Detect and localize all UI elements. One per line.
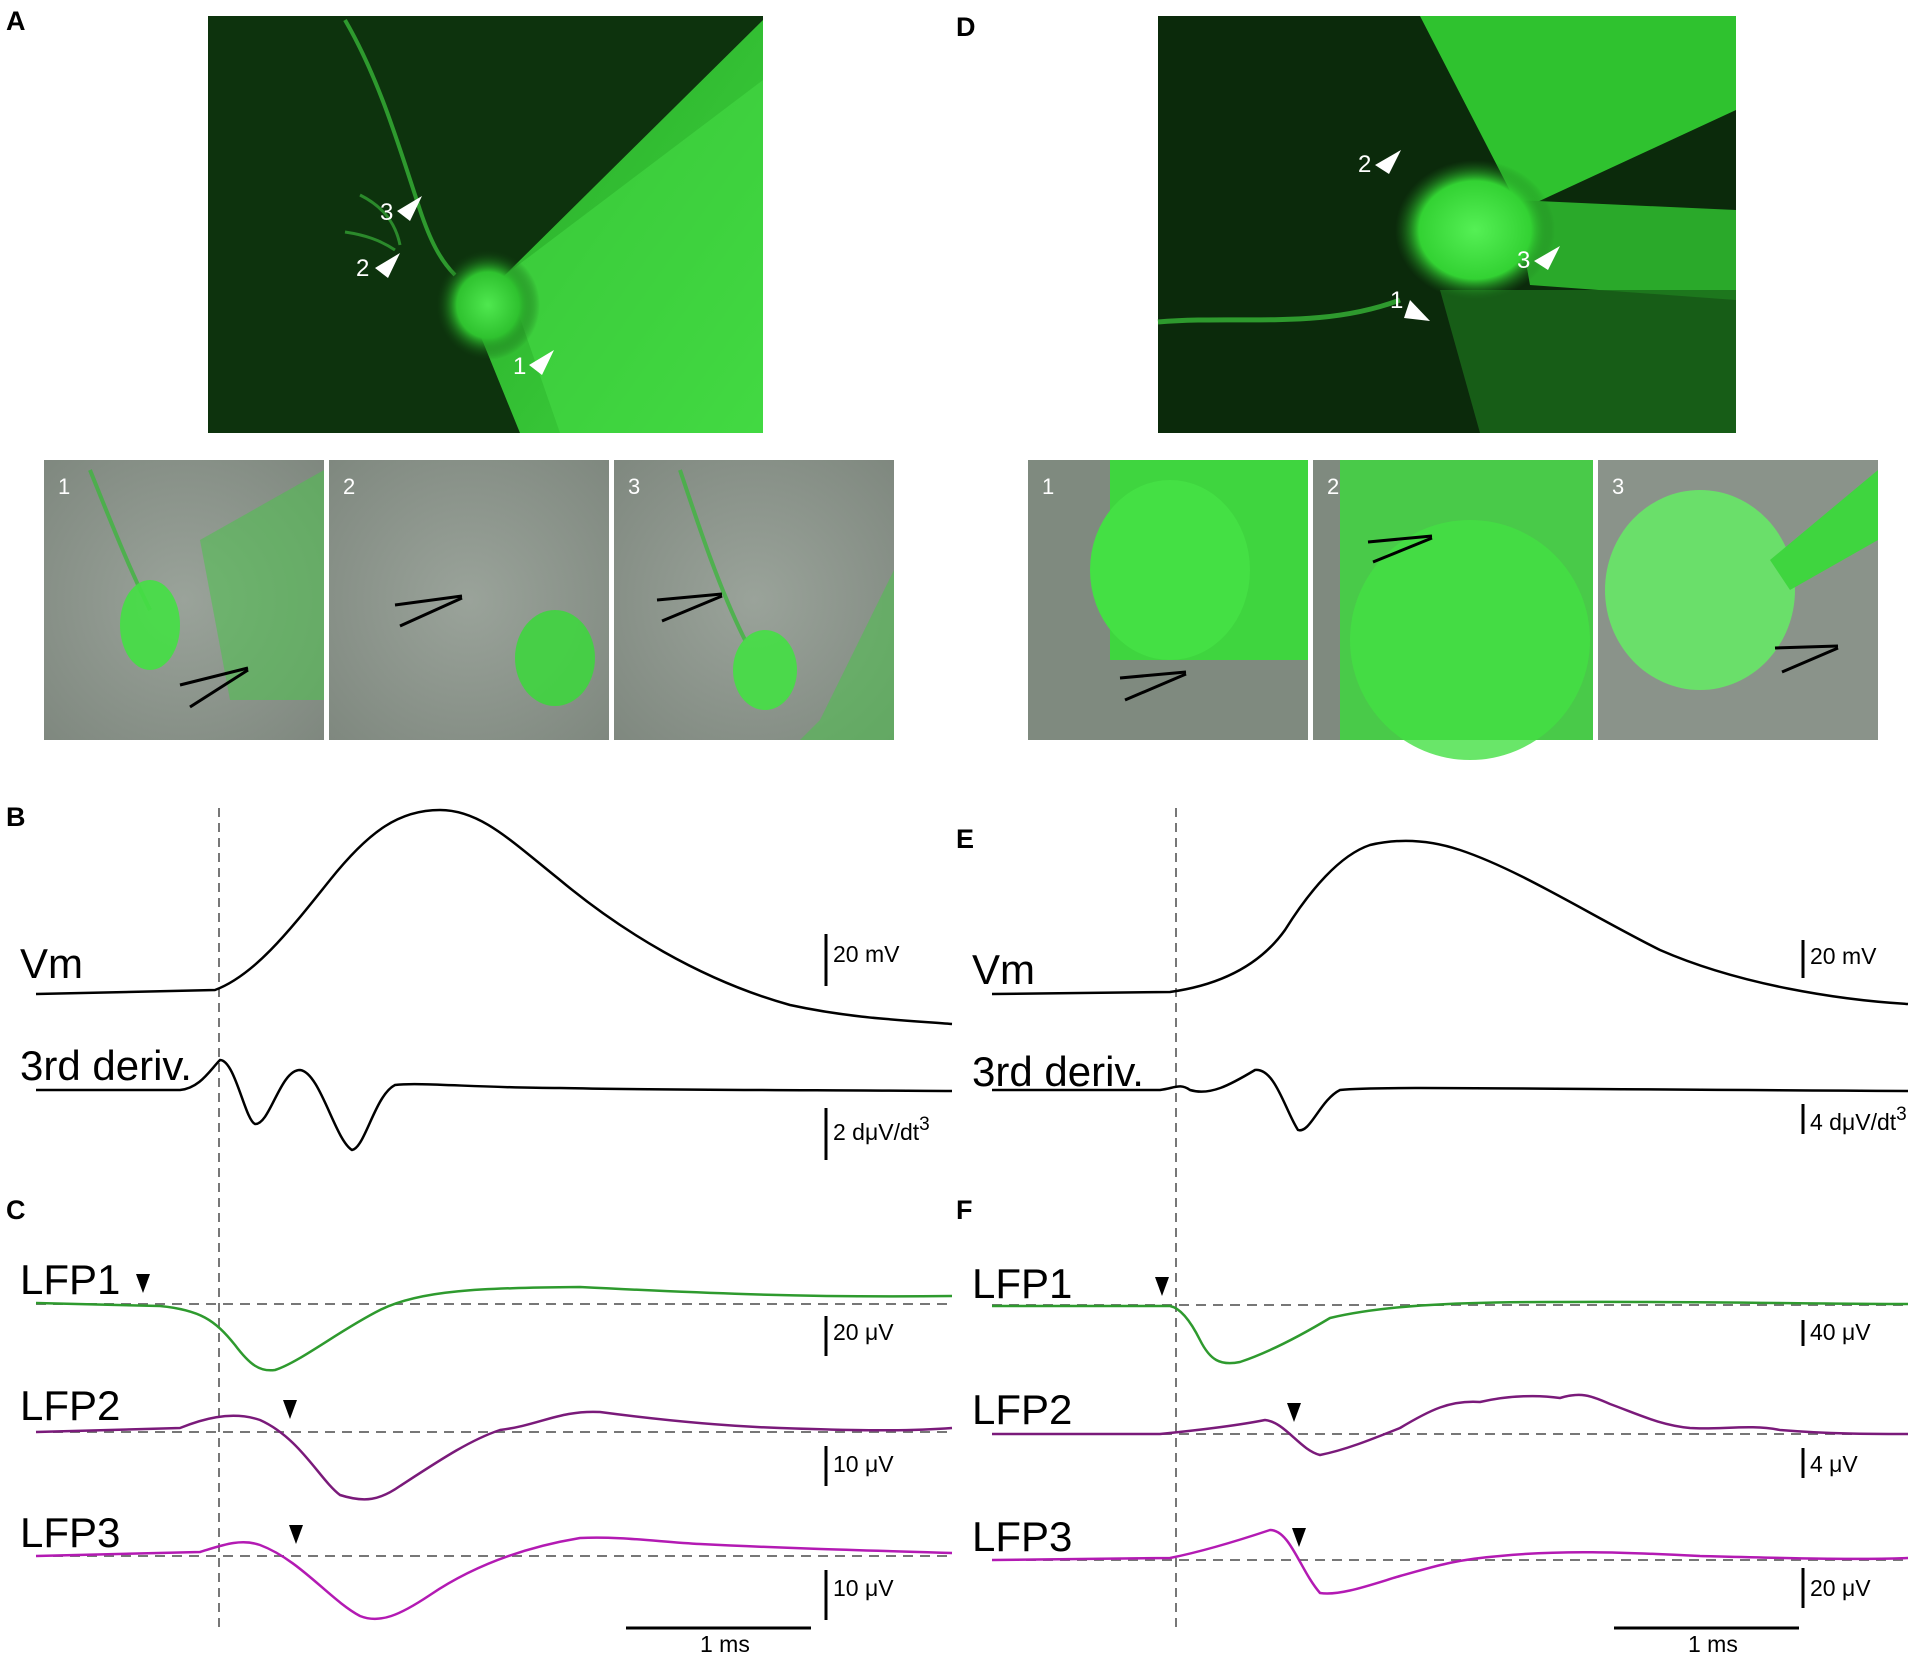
label-deriv-left: 3rd deriv. [20, 1042, 192, 1089]
scale-label-vm-right: 20 mV [1810, 943, 1877, 969]
scale-bars-right: 20 mV 4 dμV/dt3 40 μV 4 μV 20 μV 1 ms [1614, 940, 1907, 1653]
inset-label-d-3: 3 [1612, 474, 1624, 499]
trace-vm-left [35, 808, 953, 1026]
inset-label-d-1: 1 [1042, 474, 1054, 499]
micrograph-a [208, 16, 763, 433]
panel-letter-b: B [6, 802, 26, 832]
arrowhead-a-1 [529, 350, 554, 375]
micrograph-d [1157, 16, 1736, 433]
label-lfp1-right: LFP1 [972, 1260, 1072, 1307]
arrowhead-a-2 [375, 253, 400, 278]
inset-d-3: 3 [1598, 460, 1878, 740]
scale-label-deriv-right: 4 dμV/dt3 [1810, 1104, 1907, 1135]
inset-label-a-2: 2 [343, 474, 355, 499]
onset-marker-lfp2-left [283, 1400, 297, 1419]
label-vm-left: Vm [20, 940, 83, 987]
onset-marker-lfp2-right [1287, 1403, 1301, 1422]
inset-label-d-2: 2 [1327, 474, 1339, 499]
scale-label-deriv-right-text: 4 dμV/dt [1810, 1109, 1897, 1135]
scale-label-deriv-right-sup: 3 [1896, 1104, 1907, 1125]
arrow-labels-d: 2 3 1 [1358, 150, 1560, 321]
inset-a-1: 1 [44, 460, 324, 740]
panel-letter-a: A [6, 6, 26, 36]
trace-lfp1-right [992, 1300, 1909, 1365]
arrowhead-d-1 [1404, 300, 1430, 321]
inset-d-1: 1 [1028, 460, 1308, 740]
scale-label-lfp3-left: 10 μV [833, 1575, 894, 1601]
scale-label-lfp2-right: 4 μV [1810, 1451, 1858, 1477]
trace-vm-right [991, 839, 1909, 1006]
scale-bars-left: 20 mV 2 dμV/dt3 20 μV 10 μV 10 μV 1 ms [626, 934, 930, 1653]
panel-letter-f: F [956, 1195, 973, 1225]
onset-marker-lfp1-left [136, 1274, 150, 1293]
inset-label-a-3: 3 [628, 474, 640, 499]
label-lfp3-right: LFP3 [972, 1513, 1072, 1560]
traces-right: Vm 3rd deriv. LFP1 LFP2 LFP3 [972, 839, 1909, 1595]
arrow-label-a-3: 3 [380, 199, 393, 226]
scale-label-time-left: 1 ms [700, 1631, 750, 1653]
inset-a-3: 3 [614, 460, 894, 740]
label-deriv-right: 3rd deriv. [972, 1048, 1144, 1095]
label-lfp2-left: LFP2 [20, 1382, 120, 1429]
onset-marker-lfp3-right [1292, 1528, 1306, 1547]
scale-label-deriv-left: 2 dμV/dt3 [833, 1114, 930, 1145]
trace-lfp1-left [35, 1285, 953, 1372]
panel-letter-d: D [956, 12, 976, 42]
label-lfp2-right: LFP2 [972, 1386, 1072, 1433]
trace-lfp3-left [35, 1536, 953, 1621]
trace-lfp2-right [992, 1393, 1909, 1457]
onset-marker-lfp1-right [1155, 1277, 1169, 1296]
trace-lfp3-right [991, 1528, 1909, 1595]
arrow-label-d-3: 3 [1517, 247, 1530, 274]
arrowhead-d-2 [1375, 150, 1401, 174]
inset-a-2: 2 [329, 460, 609, 740]
traces-left: Vm 3rd deriv. LFP1 LFP2 LFP3 [20, 808, 953, 1621]
scale-label-time-right: 1 ms [1688, 1631, 1738, 1653]
scale-label-lfp1-left: 20 μV [833, 1319, 894, 1345]
arrowhead-d-3 [1534, 246, 1560, 270]
scale-label-vm-left: 20 mV [833, 941, 900, 967]
arrowhead-a-3 [397, 196, 422, 221]
panel-letter-c: C [6, 1195, 26, 1225]
arrow-labels-a: 3 2 1 [356, 196, 554, 380]
inset-label-a-1: 1 [58, 474, 70, 499]
scale-label-deriv-left-text: 2 dμV/dt [833, 1119, 920, 1145]
trace-deriv-left [36, 1058, 953, 1152]
trace-lfp2-left [35, 1410, 953, 1501]
label-lfp1-left: LFP1 [20, 1256, 120, 1303]
label-vm-right: Vm [972, 946, 1035, 993]
arrow-label-d-2: 2 [1358, 151, 1371, 178]
scale-label-lfp2-left: 10 μV [833, 1451, 894, 1477]
inset-d-2: 2 [1313, 460, 1593, 760]
onset-marker-lfp3-left [289, 1525, 303, 1544]
arrow-label-a-1: 1 [513, 353, 526, 380]
label-lfp3-left: LFP3 [20, 1509, 120, 1556]
arrow-label-d-1: 1 [1390, 287, 1403, 314]
arrow-label-a-2: 2 [356, 255, 369, 282]
panel-letter-e: E [956, 824, 974, 854]
trace-deriv-right [992, 1068, 1909, 1132]
scale-label-lfp3-right: 20 μV [1810, 1575, 1871, 1601]
scale-label-lfp1-right: 40 μV [1810, 1319, 1871, 1345]
scale-label-deriv-left-sup: 3 [919, 1114, 930, 1135]
